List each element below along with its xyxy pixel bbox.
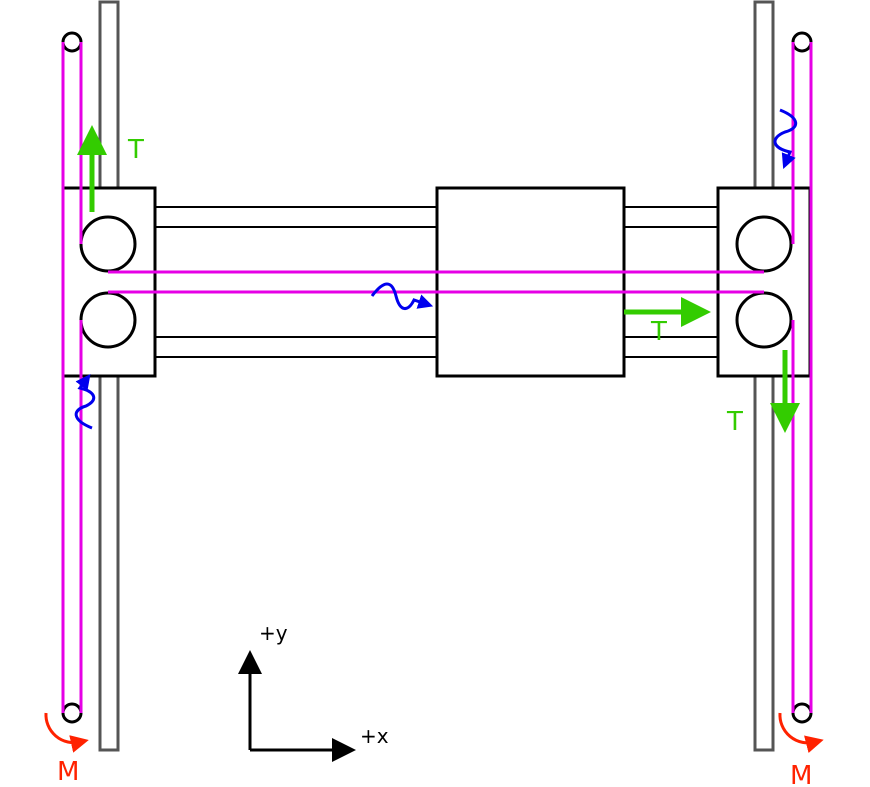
bottom-guide-rod [155, 336, 718, 358]
motor-label-right: M [790, 761, 812, 787]
belt-crossing-segments [108, 270, 764, 294]
motor-torque-arrow-right [778, 712, 824, 753]
vibration-squiggle-icon [773, 108, 798, 169]
axis-x-label: +x [360, 724, 389, 748]
motor-torque-arrow-left [44, 712, 89, 753]
left-top-pulley [79, 215, 137, 273]
motor-label-left: M [57, 757, 79, 787]
vibration-squiggle-icon [370, 282, 434, 310]
tension-label-carriage: T [650, 317, 667, 347]
axis-y-label: +y [259, 621, 288, 645]
right-motor-pulley [791, 702, 813, 724]
carriage-block [435, 186, 626, 378]
top-guide-rod [155, 206, 718, 228]
tension-label-right: T [726, 407, 743, 437]
vibration-squiggle-icon [74, 374, 96, 430]
left-top-idler [61, 31, 83, 53]
left-bottom-pulley [79, 291, 137, 349]
right-top-idler [791, 31, 813, 53]
right-bottom-pulley [735, 291, 793, 349]
right-top-pulley [735, 215, 793, 273]
tension-label-left: T [127, 135, 144, 165]
belt-right-loop [791, 42, 813, 713]
left-motor-pulley [61, 702, 83, 724]
